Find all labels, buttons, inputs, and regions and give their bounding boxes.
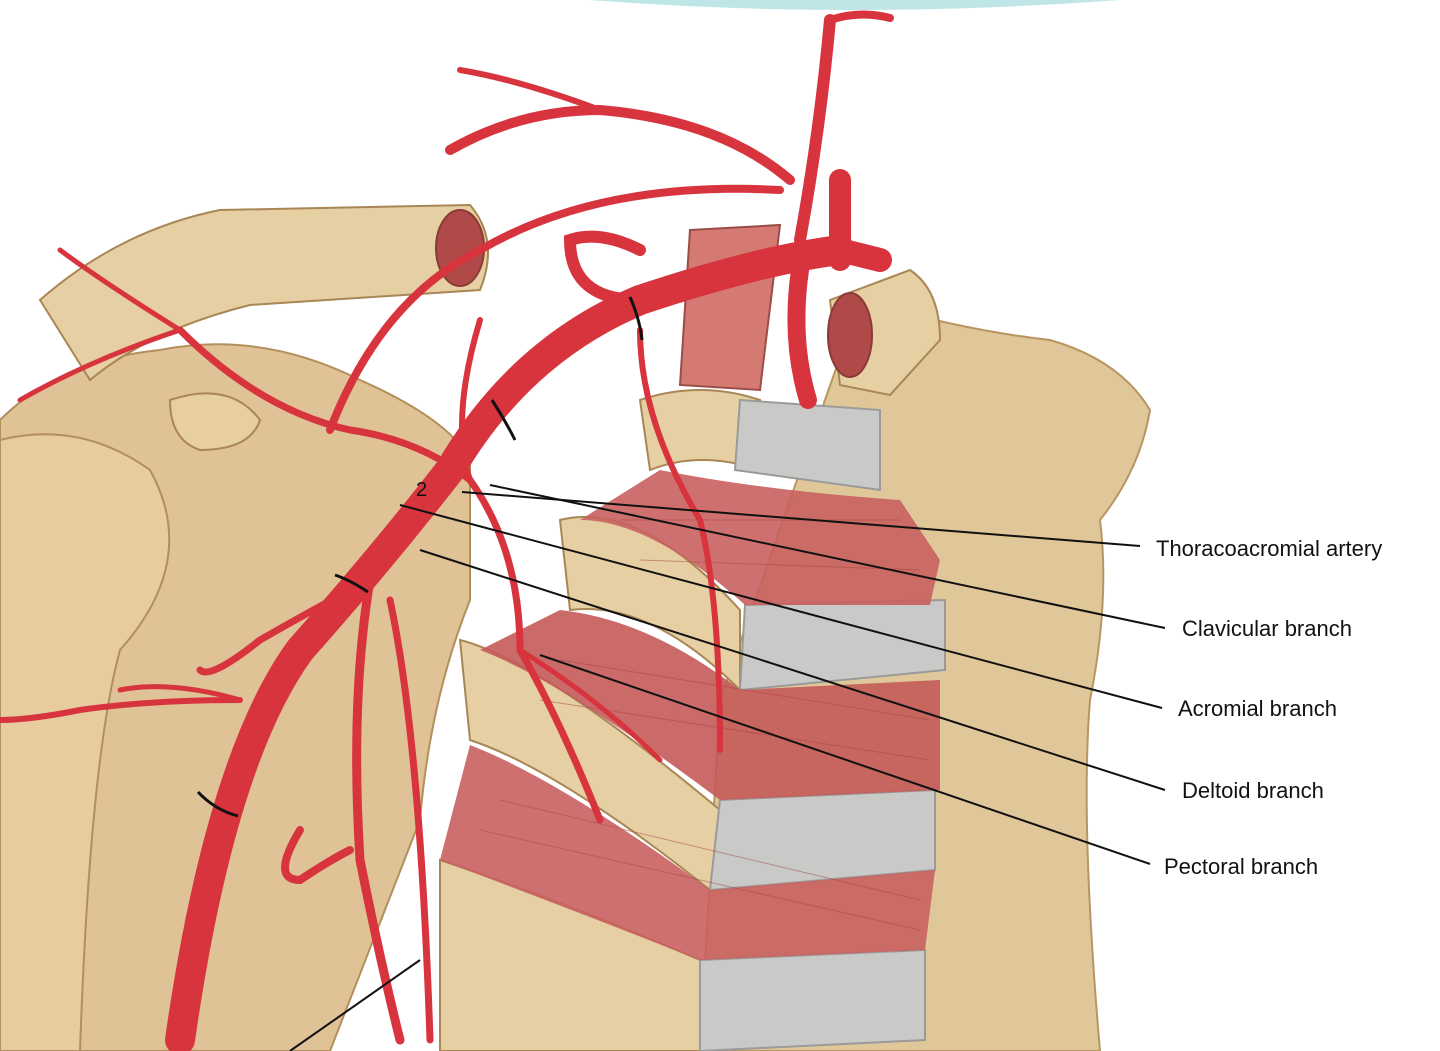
muscle-striations bbox=[479, 519, 931, 931]
humerus-bone bbox=[0, 433, 171, 1051]
leader-deltoid bbox=[419, 549, 1166, 791]
label-pectoral-branch: Pectoral branch bbox=[1164, 854, 1318, 879]
segment-marker-2: 2 bbox=[416, 479, 427, 501]
leader-pectoral bbox=[539, 654, 1151, 865]
leader-acromial bbox=[399, 504, 1163, 709]
label-acromial-branch: Acromial branch bbox=[1178, 696, 1337, 721]
cartilage-4 bbox=[699, 948, 926, 1051]
stump-cut-end bbox=[827, 292, 873, 378]
leader-clavicular bbox=[489, 484, 1166, 629]
cartilage-1 bbox=[733, 398, 881, 492]
label-deltoid-branch: Deltoid branch bbox=[1182, 778, 1324, 803]
top-tint bbox=[590, 0, 1120, 10]
artery-segment-ticks bbox=[196, 296, 644, 818]
label-clavicular-branch: Clavicular branch bbox=[1182, 616, 1352, 641]
leader-lines bbox=[289, 484, 1166, 1051]
arteries bbox=[0, 10, 894, 1051]
leader-thoracoacromial bbox=[461, 491, 1141, 547]
muscle-band-3 bbox=[440, 745, 935, 960]
muscle-band-1 bbox=[580, 470, 940, 605]
leader-bottom bbox=[289, 959, 421, 1051]
coracoid-bone bbox=[168, 392, 262, 452]
label-thoracoacromial-artery: Thoracoacromial artery bbox=[1156, 536, 1382, 561]
